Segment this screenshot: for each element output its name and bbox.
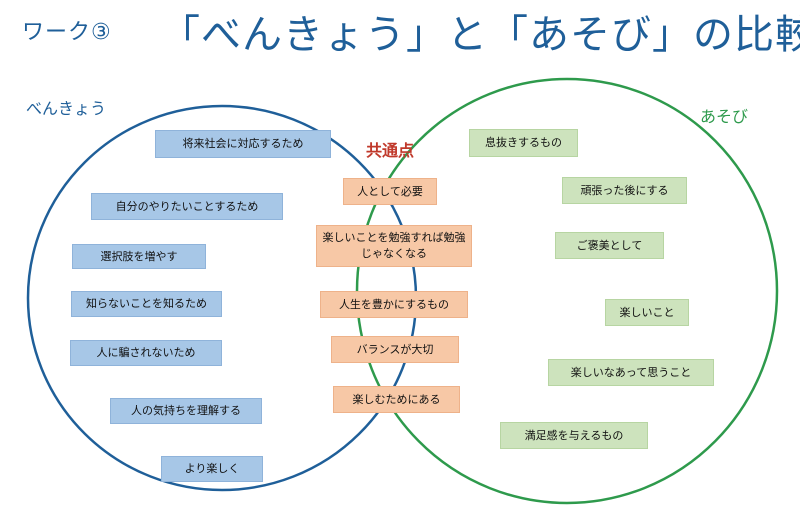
study-item: 人の気持ちを理解する — [110, 398, 262, 424]
play-item: 楽しいこと — [605, 299, 689, 326]
work-label: ワーク③ — [22, 20, 112, 45]
common-set-label: 共通点 — [366, 141, 415, 160]
play-item: ご褒美として — [555, 232, 664, 259]
common-item: 人として必要 — [343, 178, 437, 205]
play-item: 満足感を与えるもの — [500, 422, 648, 449]
study-set-label: べんきょう — [26, 99, 107, 118]
study-item: より楽しく — [161, 456, 263, 482]
play-item: 息抜きするもの — [469, 129, 578, 157]
common-item: 人生を豊かにするもの — [320, 291, 468, 318]
page-title: 「べんきょう」と「あそび」の比較 — [160, 12, 800, 58]
common-item: 楽しいことを勉強すれば勉強じゃなくなる — [316, 225, 472, 267]
play-item: 頑張った後にする — [562, 177, 687, 204]
play-item: 楽しいなあって思うこと — [548, 359, 714, 386]
study-item: 人に騙されないため — [70, 340, 222, 366]
study-item: 選択肢を増やす — [72, 244, 206, 269]
study-item: 知らないことを知るため — [71, 291, 222, 317]
play-set-label: あそび — [700, 107, 749, 126]
study-item: 将来社会に対応するため — [155, 130, 331, 158]
common-item: 楽しむためにある — [333, 386, 460, 413]
study-item: 自分のやりたいことするため — [91, 193, 283, 220]
common-item: バランスが大切 — [331, 336, 459, 363]
